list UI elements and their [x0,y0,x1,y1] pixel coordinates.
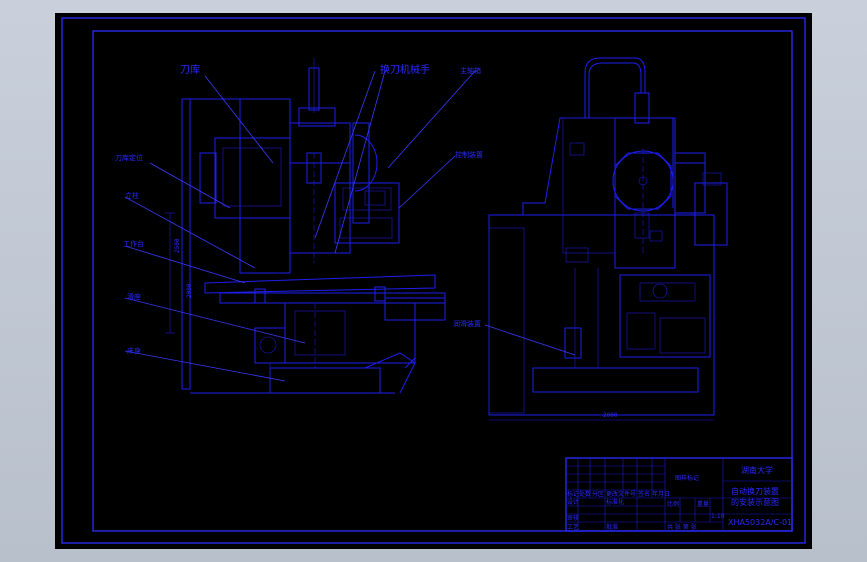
tb-row-label-1: 处数 [579,490,591,498]
tb-sheet-label: 共 张 第 张 [667,523,697,531]
cad-drawing: 刀库 换刀机械手 主轴箱 刀库定位 控制装置 立柱 工作台 滑座 床身 2500… [61,17,806,544]
dim-front-width: 2000 [603,412,618,419]
tb-scale-label: 比例 [667,500,679,508]
tb-title-line2: 的安装示意图 [731,497,779,507]
tb-weight-label: 重量 [697,500,709,508]
label-worktable: 工作台 [123,239,144,248]
label-saddle: 滑座 [127,292,141,301]
label-tool-positioning: 刀库定位 [115,153,143,162]
tb-school: 湖南大学 [741,465,773,475]
title-block: 图样标记 湖南大学 自动换刀装置 的安装示意图 XHA5032A/C-01 标记… [565,457,793,532]
label-control-box: 控制装置 [455,150,483,159]
tb-role-label-4: 批准 [606,523,618,531]
label-tool-change-arm: 换刀机械手 [380,63,430,76]
outer-frame [61,17,806,544]
label-column: 立柱 [125,191,139,200]
label-coolant-device: 润滑装置 [453,319,481,328]
front-view: 润滑装置 2000 [453,57,728,421]
tb-role-label-3: 标准化 [606,498,624,506]
tb-role-label-0: 设计 [567,498,579,506]
tb-role-label-1: 审核 [567,514,579,522]
tb-row-label-0: 标记 [567,490,579,498]
tb-drawing-number: XHA5032A/C-01 [728,518,792,527]
tb-project-label: 图样标记 [675,474,699,482]
tb-row-label-4: 签名 [638,490,650,498]
label-tool-magazine: 刀库 [180,63,200,76]
dim-side-height-2: 2000 [186,283,193,298]
dim-side-height-1: 2500 [174,238,181,253]
tb-scale-value: 1:10 [711,513,725,520]
tb-role-label-2: 工艺 [567,523,579,531]
drawing-canvas[interactable]: 刀库 换刀机械手 主轴箱 刀库定位 控制装置 立柱 工作台 滑座 床身 2500… [55,13,812,549]
side-view: 刀库 换刀机械手 主轴箱 刀库定位 控制装置 立柱 工作台 滑座 床身 2500… [115,58,483,394]
tb-row-label-3: 更改文件号 [606,490,636,498]
tb-title-line1: 自动换刀装置 [731,486,779,496]
label-spindle-box: 主轴箱 [460,66,481,75]
label-bed: 床身 [127,346,141,355]
inner-frame [92,30,793,532]
tb-row-label-5: 年月日 [652,490,670,498]
tb-row-label-2: 分区 [592,490,604,498]
